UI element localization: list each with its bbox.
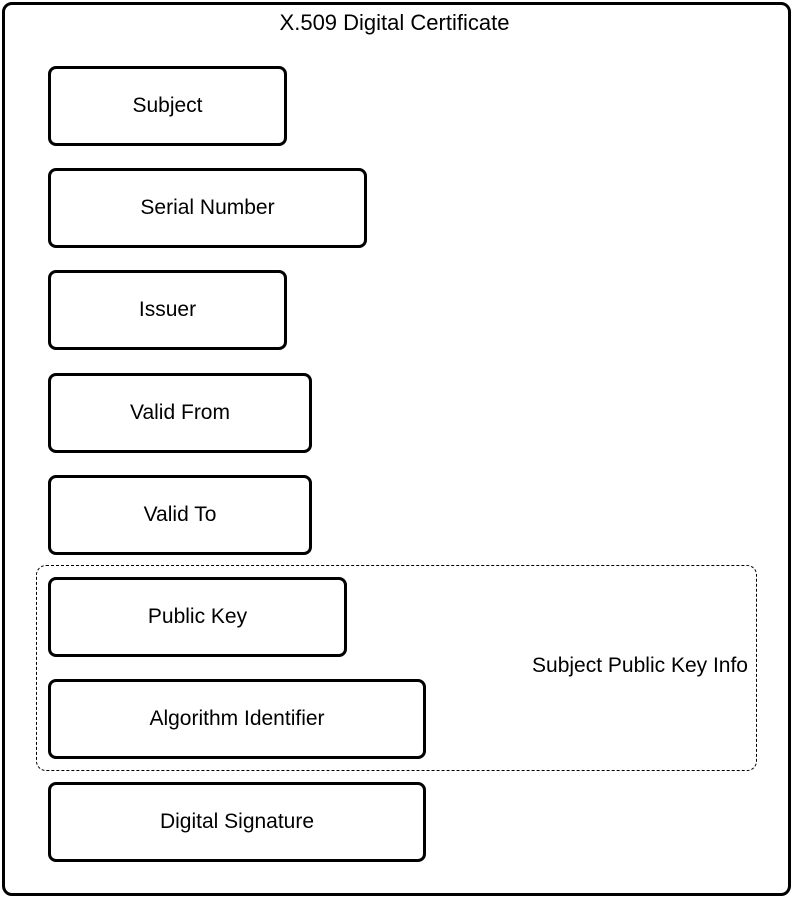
field-subject: Subject: [48, 66, 287, 146]
field-valid-from: Valid From: [48, 373, 312, 453]
field-issuer: Issuer: [48, 270, 287, 350]
field-valid-to: Valid To: [48, 475, 312, 555]
certificate-title: X.509 Digital Certificate: [279, 10, 510, 35]
field-algorithm-identifier: Algorithm Identifier: [48, 679, 426, 759]
field-digital-signature: Digital Signature: [48, 782, 426, 862]
field-serial-number: Serial Number: [48, 168, 367, 248]
field-public-key: Public Key: [48, 577, 347, 657]
subject-public-key-info-label: Subject Public Key Info: [532, 654, 748, 677]
subject-public-key-info-group: [36, 565, 757, 771]
